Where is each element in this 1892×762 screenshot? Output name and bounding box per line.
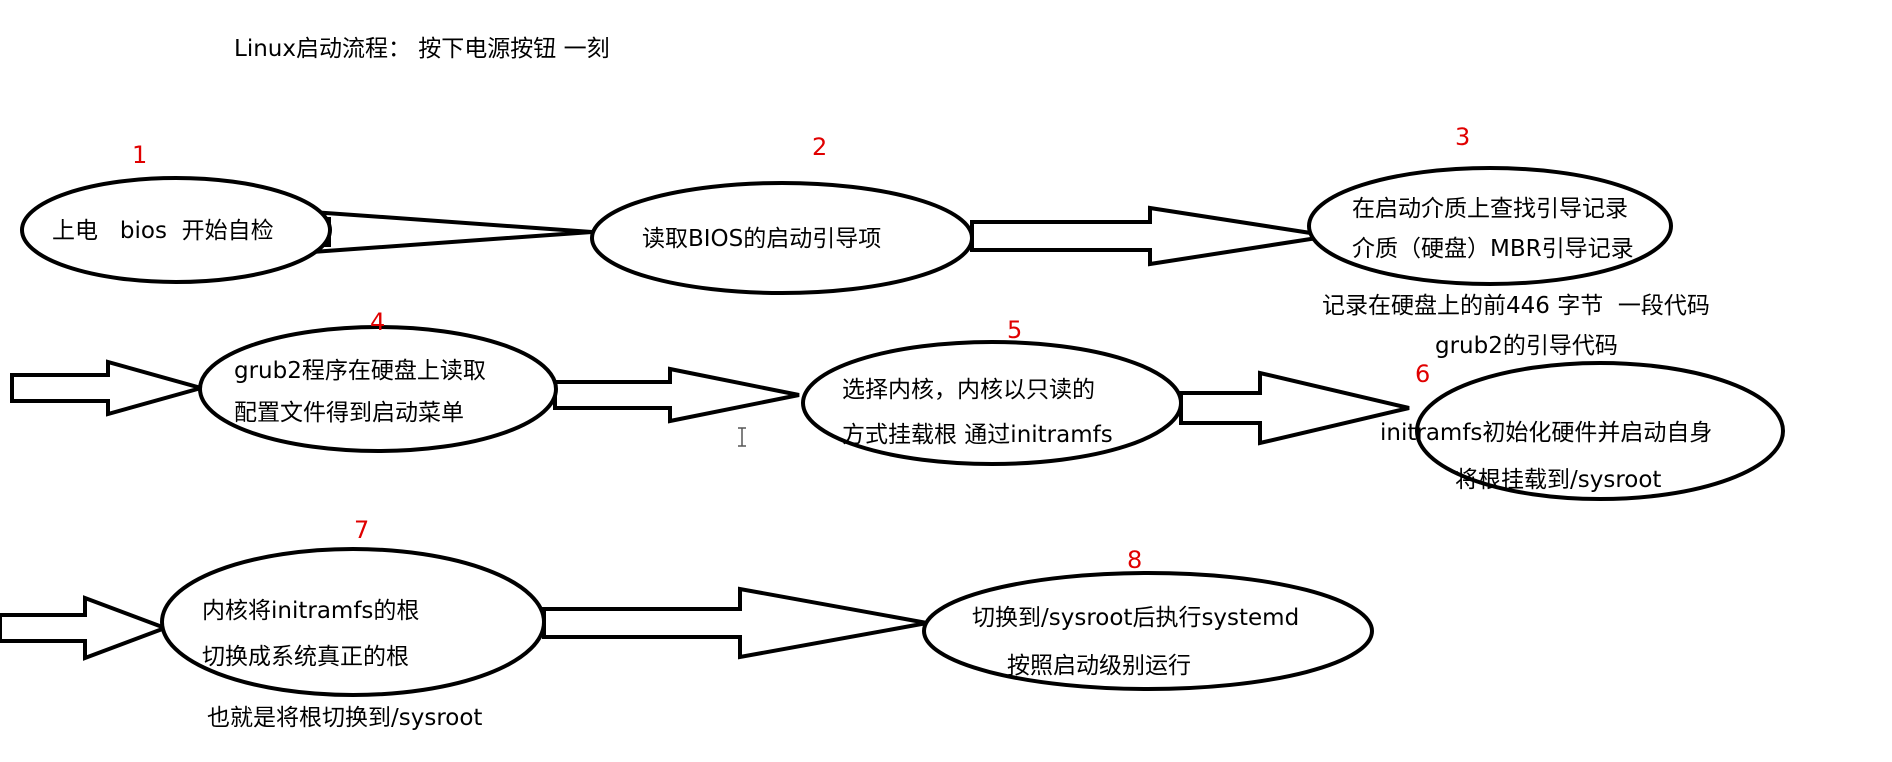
step-5-text-2: 方式挂载根 通过initramfs (842, 422, 1113, 448)
step-1: 1 上电 bios 开始自检 (20, 141, 332, 284)
step-8: 8 切换到/sysroot后执行systemd 按照启动级别运行 (922, 546, 1374, 691)
step-7-text-1: 内核将initramfs的根 (202, 598, 419, 624)
step-7-number: 7 (354, 516, 369, 544)
step-6-number: 6 (1415, 360, 1430, 388)
step-6: 6 initramfs初始化硬件并启动自身 将根挂载到/sysroot (1380, 360, 1785, 501)
step-2-ellipse (590, 181, 974, 295)
step-6-text-1: initramfs初始化硬件并启动自身 (1380, 420, 1712, 446)
step-5-number: 5 (1007, 316, 1022, 344)
step-3-note-1: 记录在硬盘上的前446 字节 一段代码 (1322, 293, 1710, 319)
step-4: 4 grub2程序在硬盘上读取 配置文件得到启动菜单 (198, 308, 558, 453)
step-3-note-2: grub2的引导代码 (1435, 333, 1618, 359)
flow-arrow-7 (542, 586, 928, 660)
step-7: 7 内核将initramfs的根 切换成系统真正的根 也就是将根切换到/sysr… (160, 516, 546, 731)
flow-arrow-3 (10, 359, 209, 417)
text-cursor-icon (738, 427, 746, 447)
step-3-text-1: 在启动介质上查找引导记录 (1352, 196, 1628, 222)
step-3-number: 3 (1455, 123, 1470, 151)
step-8-text-2: 按照启动级别运行 (1007, 653, 1191, 679)
diagram-title: Linux启动流程： 按下电源按钮 一刻 (234, 36, 610, 62)
step-4-text-2: 配置文件得到启动菜单 (234, 400, 464, 426)
step-6-ellipse (1415, 361, 1785, 501)
step-4-text-1: grub2程序在硬盘上读取 (234, 358, 486, 384)
step-7-text-2: 切换成系统真正的根 (202, 644, 409, 670)
step-2: 2 读取BIOS的启动引导项 (590, 133, 974, 295)
step-1-ellipse (20, 176, 332, 284)
step-4-number: 4 (370, 308, 385, 336)
step-4-ellipse (198, 325, 558, 453)
step-3: 3 在启动介质上查找引导记录 介质（硬盘）MBR引导记录 记录在硬盘上的前446… (1307, 123, 1710, 359)
step-2-number: 2 (812, 133, 827, 161)
flow-arrow-6 (0, 595, 171, 661)
flow-arrow-2 (970, 205, 1331, 267)
step-5-text-1: 选择内核，内核以只读的 (842, 377, 1095, 403)
step-5-ellipse (801, 340, 1183, 466)
flow-arrow-5 (1179, 370, 1410, 446)
step-2-text: 读取BIOS的启动引导项 (642, 226, 881, 252)
step-5: 5 选择内核，内核以只读的 方式挂载根 通过initramfs (801, 316, 1183, 466)
step-8-number: 8 (1127, 546, 1142, 574)
step-7-ellipse (160, 547, 546, 697)
step-3-ellipse (1307, 166, 1673, 286)
step-3-text-2: 介质（硬盘）MBR引导记录 (1352, 236, 1634, 262)
step-6-text-2: 将根挂载到/sysroot (1455, 467, 1661, 493)
step-8-text-1: 切换到/sysroot后执行systemd (972, 605, 1299, 631)
step-1-number: 1 (132, 141, 147, 169)
flow-arrow-4 (553, 366, 800, 424)
step-7-note: 也就是将根切换到/sysroot (207, 705, 482, 731)
step-1-text: 上电 bios 开始自检 (52, 218, 274, 244)
step-8-ellipse (922, 571, 1374, 691)
